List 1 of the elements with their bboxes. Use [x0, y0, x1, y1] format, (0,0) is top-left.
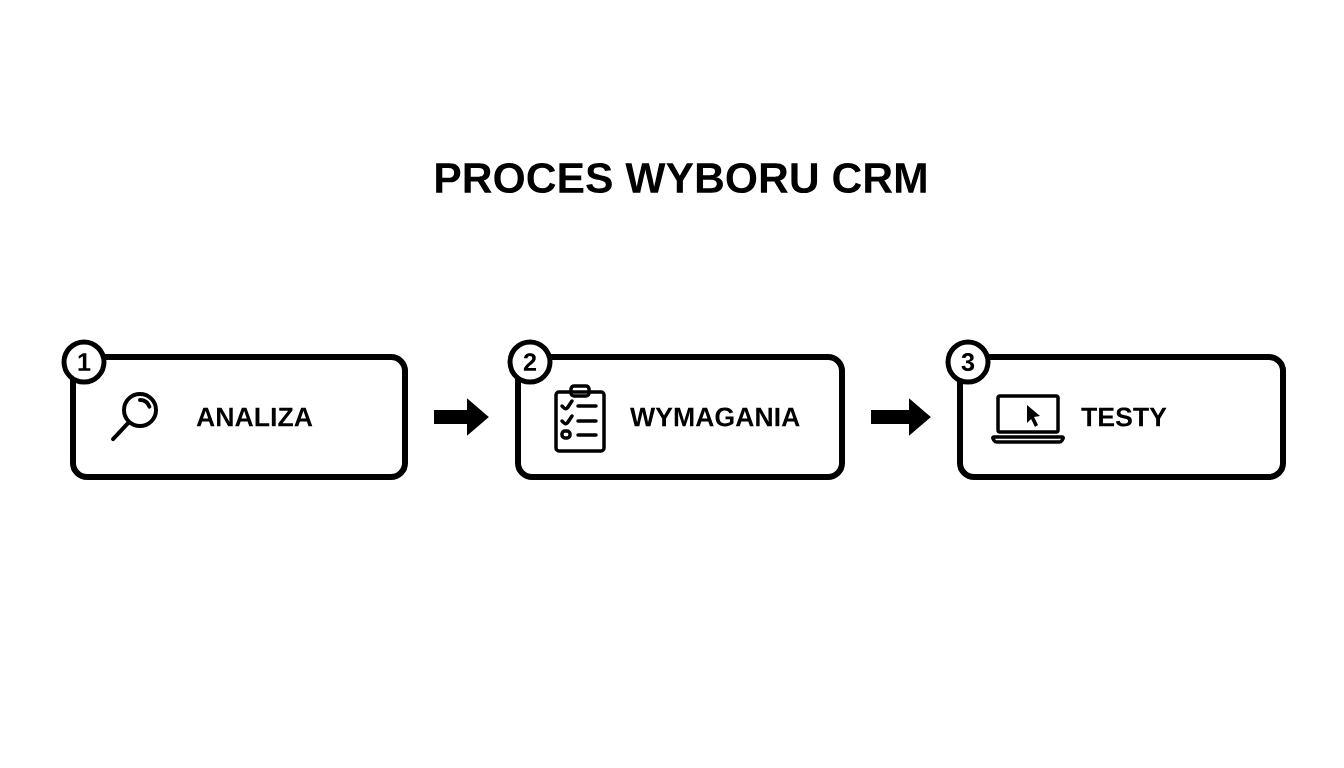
title: PROCES WYBORU CRM — [436, 162, 926, 194]
